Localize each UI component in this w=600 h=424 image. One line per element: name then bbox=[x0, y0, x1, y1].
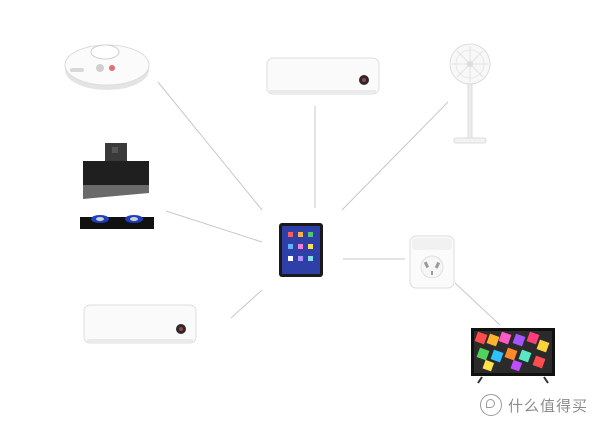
air-conditioner-bottom-icon[interactable] bbox=[83, 304, 197, 346]
line-fan bbox=[341, 101, 449, 211]
smart-plug-icon[interactable] bbox=[408, 234, 456, 290]
watermark-text: 什么值得买 bbox=[507, 396, 588, 415]
robot-vacuum-icon[interactable] bbox=[60, 30, 155, 95]
watermark-logo-icon bbox=[479, 394, 502, 416]
line-tv bbox=[454, 282, 501, 326]
line-ac-bottom bbox=[230, 289, 263, 319]
line-vacuum bbox=[157, 81, 263, 211]
line-stove bbox=[165, 210, 263, 243]
television-icon[interactable] bbox=[470, 327, 556, 385]
air-conditioner-top-icon[interactable] bbox=[266, 57, 380, 97]
standing-fan-icon[interactable] bbox=[448, 42, 492, 146]
smartphone-hub-icon[interactable] bbox=[278, 222, 324, 278]
watermark: 什么值得买 bbox=[479, 394, 588, 416]
range-hood-and-stove-icon[interactable] bbox=[78, 143, 156, 233]
